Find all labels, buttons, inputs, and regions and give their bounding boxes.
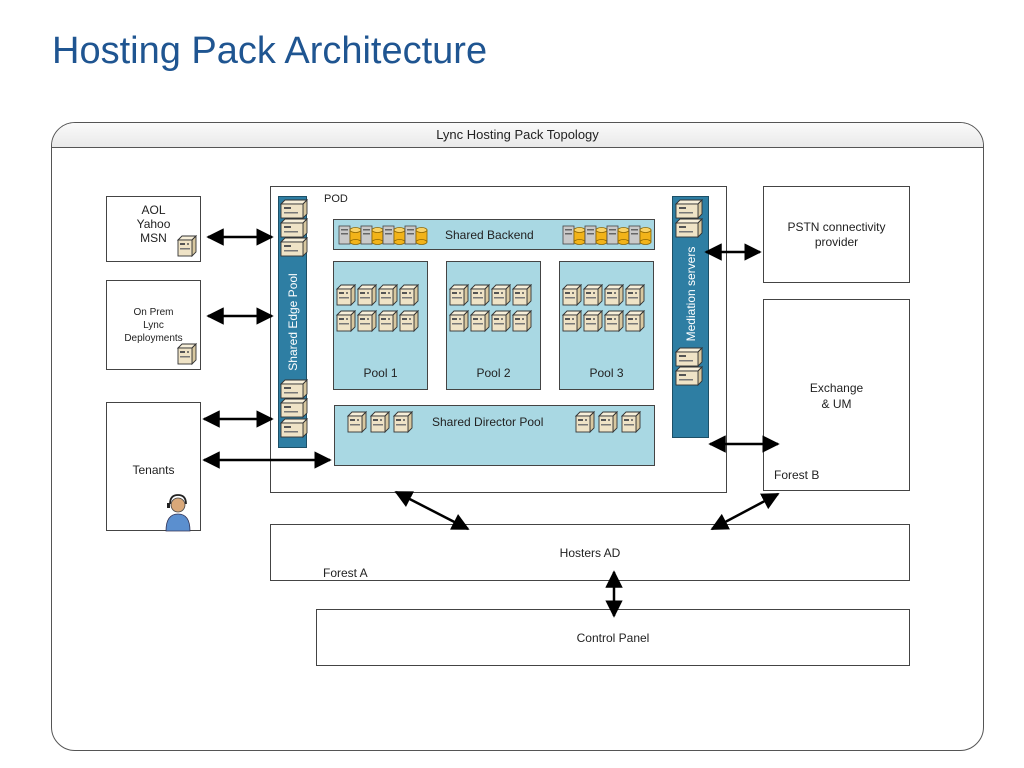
server-icon (675, 218, 703, 238)
server-icon (280, 199, 308, 219)
exchange-um-box: Exchange & UM Forest B (763, 299, 910, 491)
shared-director-pool-label: Shared Director Pool (432, 415, 544, 429)
on-prem-line-2: Lync (143, 320, 164, 331)
database-server-icon (628, 225, 652, 245)
pool-2-servers (449, 284, 532, 332)
database-server-icon (360, 225, 384, 245)
database-server-icon (382, 225, 406, 245)
double-arrow-icon (394, 490, 470, 531)
exchange-um-label: Exchange & UM (764, 380, 909, 412)
database-server-icon (606, 225, 630, 245)
im-providers-label: AOL Yahoo MSN (107, 203, 200, 245)
yahoo-label: Yahoo (136, 217, 171, 231)
hosters-ad-box: Hosters AD Forest A (270, 524, 910, 581)
frame-title: Lync Hosting Pack Topology (52, 123, 983, 148)
user-headset-icon (165, 494, 191, 532)
pool-3-servers (562, 284, 645, 332)
hosters-ad-label: Hosters AD (559, 546, 621, 560)
server-icon (675, 347, 703, 367)
on-prem-label: On Prem Lync Deployments (107, 306, 200, 345)
pool-3-label: Pool 3 (589, 366, 624, 380)
pstn-line-2: provider (814, 235, 859, 249)
database-server-icon (562, 225, 586, 245)
pool-1-label: Pool 1 (363, 366, 398, 380)
slide-title: Hosting Pack Architecture (52, 30, 488, 72)
forest-b-label: Forest B (774, 468, 820, 482)
backend-databases (338, 225, 652, 245)
connection-arrows (202, 228, 780, 618)
server-icon (675, 366, 703, 386)
exchange-line-2: & UM (821, 397, 852, 411)
director-pool-servers (347, 411, 641, 433)
pool-2-label: Pool 2 (476, 366, 511, 380)
control-panel-box: Control Panel (316, 609, 910, 666)
forest-a-label: Forest A (323, 566, 368, 580)
pstn-provider-label: PSTN connectivity provider (764, 220, 909, 250)
on-prem-line-3: Deployments (124, 333, 183, 344)
server-icon (177, 343, 197, 365)
server-icon (280, 218, 308, 238)
pool-1-servers (336, 284, 419, 332)
shared-backend-label: Shared Backend (445, 228, 534, 242)
im-providers-box: AOL Yahoo MSN (106, 196, 201, 262)
exchange-line-1: Exchange (809, 381, 864, 395)
database-server-icon (584, 225, 608, 245)
database-server-icon (338, 225, 362, 245)
server-icon (675, 199, 703, 219)
server-icon (280, 398, 308, 418)
server-icon (280, 418, 308, 438)
control-panel-label: Control Panel (576, 631, 650, 645)
pod-label: POD (324, 193, 348, 205)
msn-label: MSN (140, 231, 167, 245)
on-prem-line-1: On Prem (133, 307, 174, 318)
database-server-icon (404, 225, 428, 245)
server-icon (177, 235, 197, 257)
pstn-line-1: PSTN connectivity (787, 220, 886, 234)
tenants-label: Tenants (132, 463, 175, 477)
server-icon (280, 379, 308, 399)
aol-label: AOL (141, 203, 166, 217)
double-arrow-icon (710, 492, 780, 531)
edge-pool-servers (280, 199, 308, 438)
server-icon (280, 237, 308, 257)
tenants-box: Tenants (106, 402, 201, 531)
mediation-server-icons (675, 199, 703, 386)
pstn-provider-box: PSTN connectivity provider (763, 186, 910, 283)
